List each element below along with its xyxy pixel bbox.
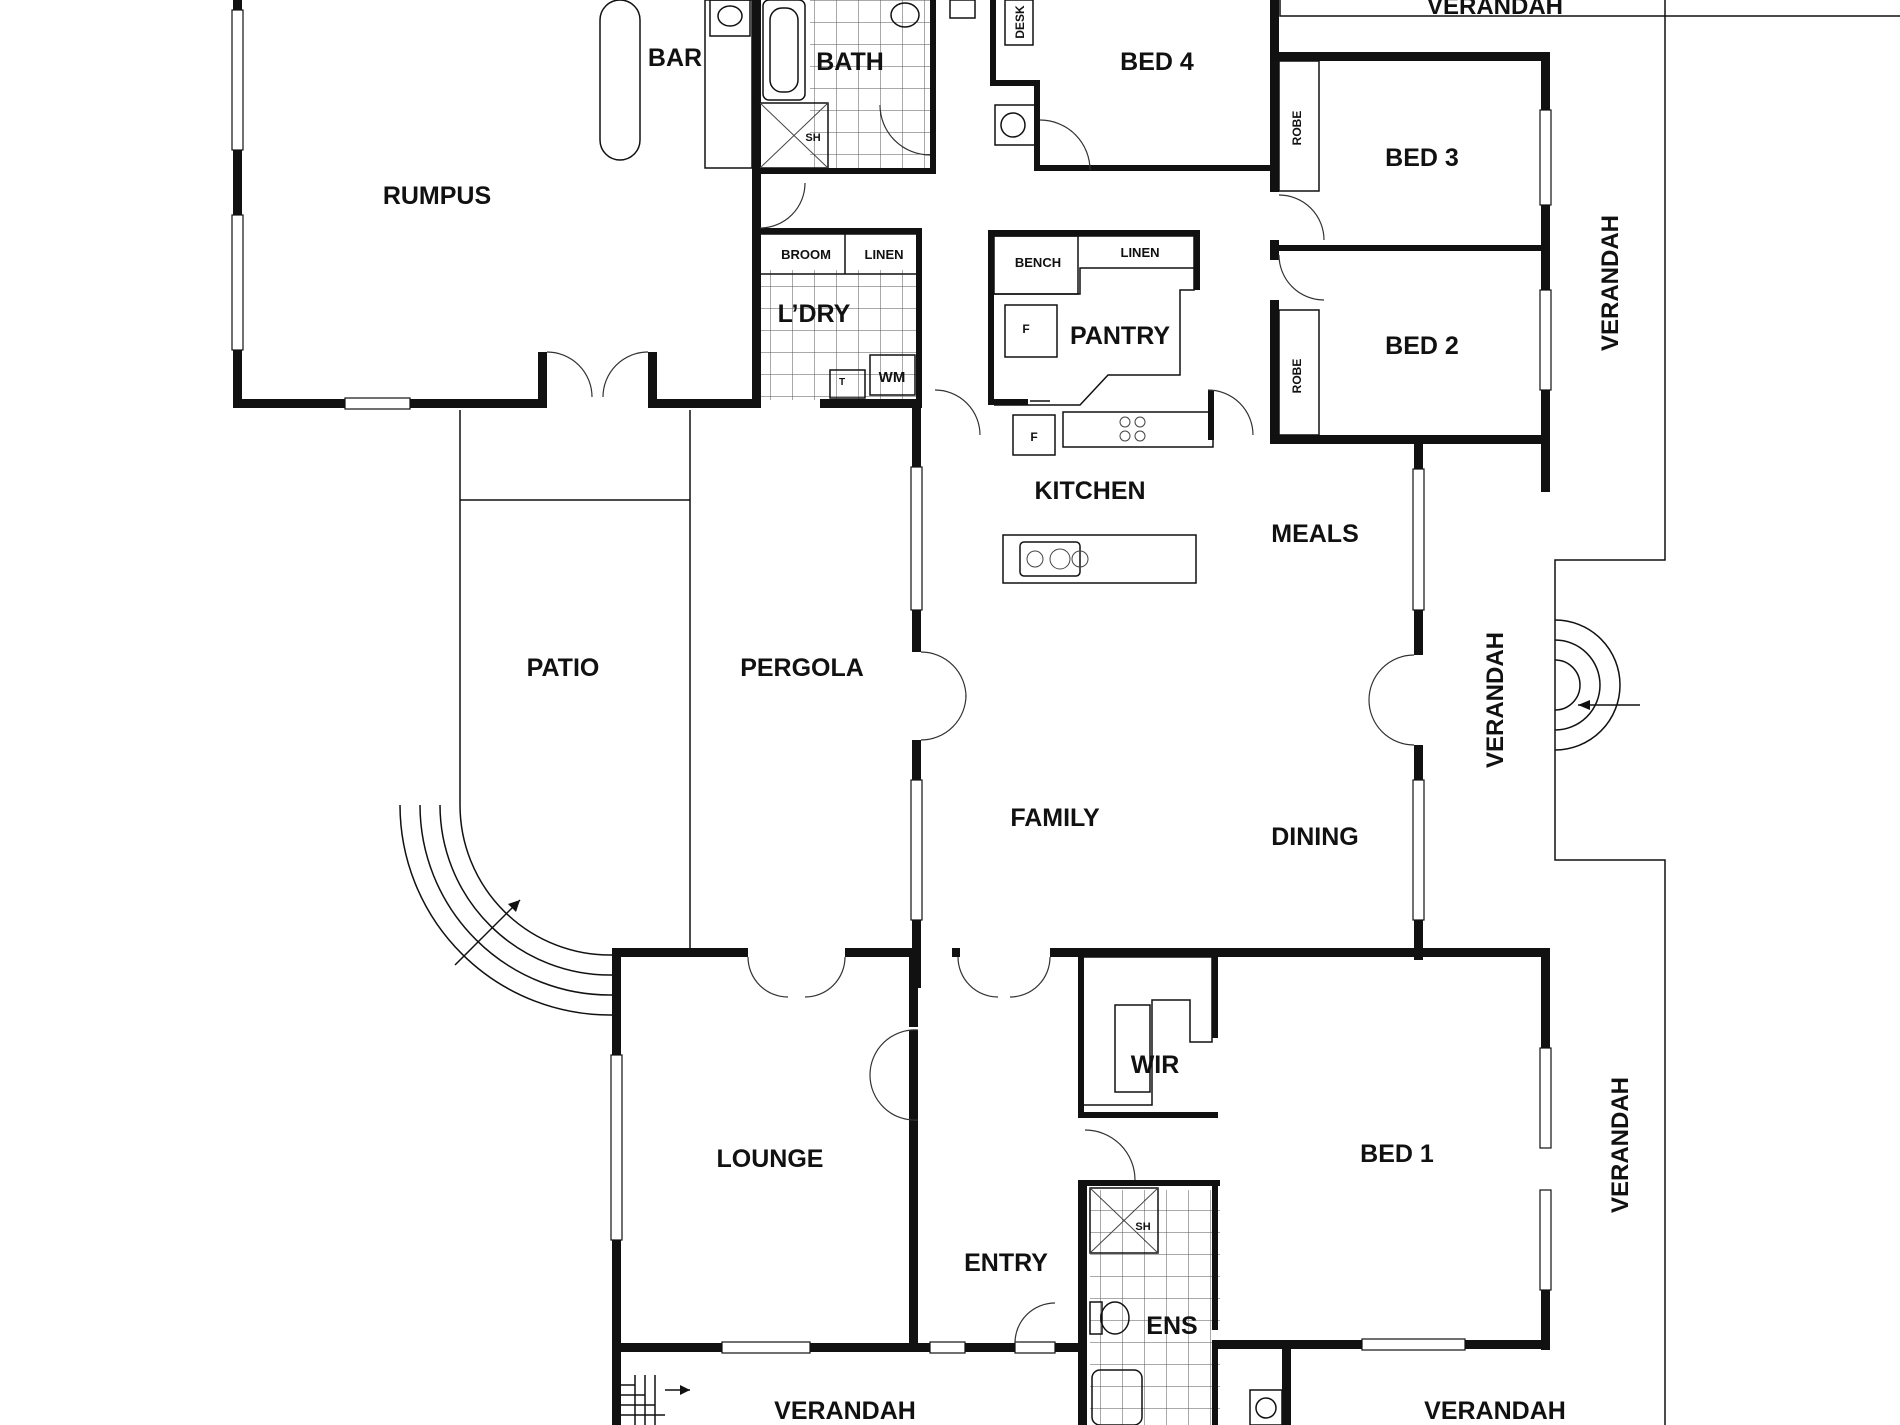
pergola-label: PERGOLA bbox=[740, 654, 864, 682]
room-labels: VERANDAH BAR BATH DESK BED 4 RUMPUS ROBE… bbox=[383, 0, 1634, 1425]
linen-laundry-label: LINEN bbox=[865, 247, 904, 262]
meals-label: MEALS bbox=[1271, 520, 1359, 548]
entry-label: ENTRY bbox=[964, 1249, 1048, 1277]
pantry-label: PANTRY bbox=[1070, 322, 1170, 350]
verandah-bottom-left-label: VERANDAH bbox=[774, 1397, 916, 1425]
fridge-kitchen-label: F bbox=[1030, 430, 1037, 444]
bed2-label: BED 2 bbox=[1385, 332, 1459, 360]
trough-label: T bbox=[839, 377, 845, 388]
broom-label: BROOM bbox=[781, 247, 831, 262]
bed3-label: BED 3 bbox=[1385, 144, 1459, 172]
robe-lower-label: ROBE bbox=[1290, 359, 1304, 394]
rumpus-label: RUMPUS bbox=[383, 182, 491, 210]
kitchen-label: KITCHEN bbox=[1034, 477, 1145, 505]
shower-bath-label: SH bbox=[805, 132, 820, 144]
dining-label: DINING bbox=[1271, 823, 1359, 851]
bed4-label: BED 4 bbox=[1120, 48, 1194, 76]
fixtures bbox=[599, 0, 1320, 1425]
fridge-pantry-label: F bbox=[1022, 322, 1029, 336]
verandah-bottom-right-label: VERANDAH bbox=[1424, 1397, 1566, 1425]
doors bbox=[546, 104, 1415, 1344]
verandah-right-mid-label: VERANDAH bbox=[1482, 632, 1509, 768]
walls bbox=[233, 0, 1550, 1425]
windows bbox=[231, 9, 1552, 1354]
tiled-areas bbox=[757, 0, 1220, 1425]
family-label: FAMILY bbox=[1010, 804, 1100, 832]
fixture-labels: SH SH F F WM T bbox=[805, 132, 1150, 1233]
lounge-label: LOUNGE bbox=[717, 1145, 824, 1173]
robe-upper-label: ROBE bbox=[1290, 111, 1304, 146]
bath-label: BATH bbox=[816, 48, 884, 76]
outdoor-outlines bbox=[399, 0, 1900, 1425]
washing-machine-label: WM bbox=[879, 369, 906, 386]
verandah-right-lower-label: VERANDAH bbox=[1607, 1077, 1634, 1213]
verandah-right-upper-label: VERANDAH bbox=[1597, 215, 1624, 351]
desk-label: DESK bbox=[1013, 5, 1027, 39]
bar-label: BAR bbox=[648, 44, 702, 72]
laundry-label: L’DRY bbox=[778, 300, 851, 328]
bench-label: BENCH bbox=[1015, 255, 1061, 270]
shower-ens-label: SH bbox=[1135, 1221, 1150, 1233]
linen-pantry-label: LINEN bbox=[1121, 245, 1160, 260]
patio-label: PATIO bbox=[527, 654, 600, 682]
verandah-top-label: VERANDAH bbox=[1427, 0, 1563, 20]
ens-label: ENS bbox=[1146, 1312, 1197, 1340]
bed1-label: BED 1 bbox=[1360, 1140, 1434, 1168]
wir-label: WIR bbox=[1131, 1051, 1180, 1079]
